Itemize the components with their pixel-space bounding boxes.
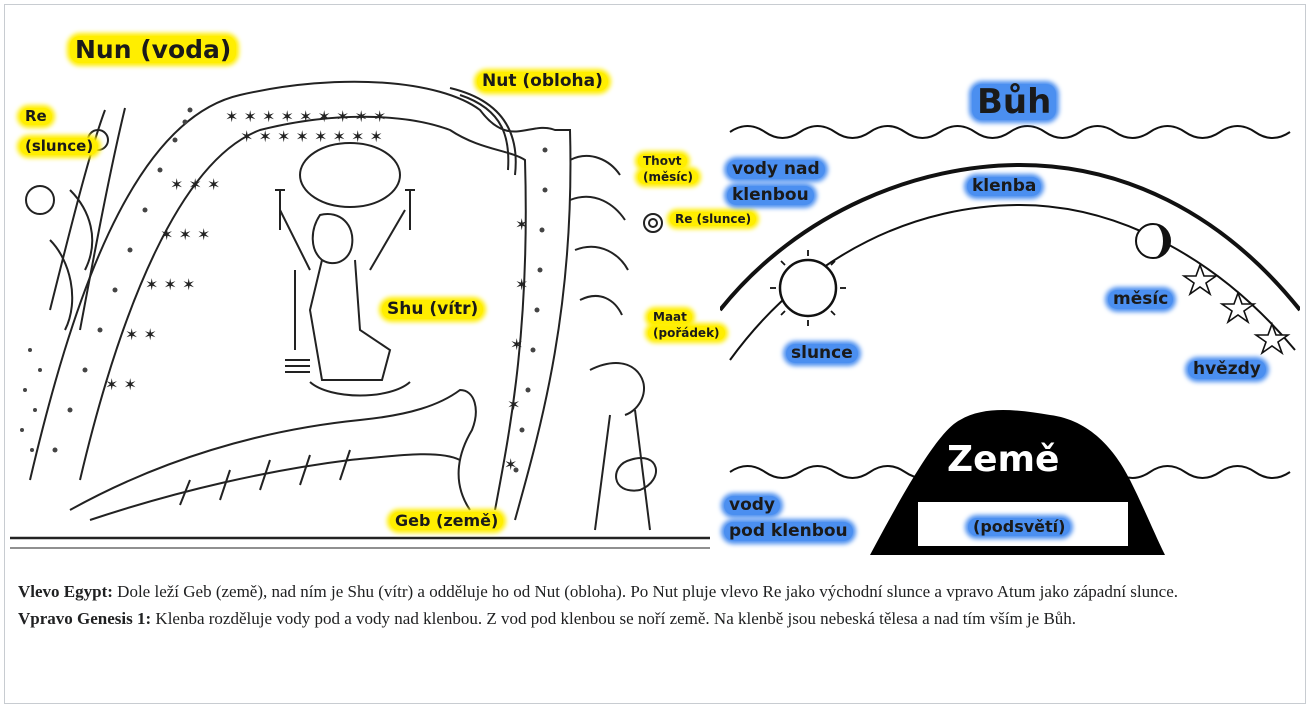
caption-egypt-text: Dole leží Geb (země), nad ním je Shu (ví… (113, 582, 1178, 601)
caption-genesis-text: Klenba rozděluje vody pod a vody nad kle… (151, 609, 1076, 628)
caption-genesis: Vpravo Genesis 1: Klenba rozděluje vody … (18, 605, 1280, 632)
svg-text:✶: ✶ (507, 395, 520, 414)
upper-waters-wave (730, 126, 1290, 138)
svg-text:✶ ✶ ✶: ✶ ✶ ✶ (160, 225, 210, 244)
figure: ✶ ✶ ✶ ✶ ✶ ✶ ✶ ✶ ✶ ✶ ✶ ✶ ✶ ✶ ✶ ✶ ✶ ✶ ✶ ✶ … (10, 10, 1302, 560)
label-geb: Geb (země) (390, 512, 503, 530)
svg-text:✶ ✶: ✶ ✶ (105, 375, 137, 394)
label-nut: Nut (obloha) (477, 72, 608, 91)
label-vody-pod-1: vody (724, 496, 780, 515)
label-vody-nad-2: klenbou (727, 186, 814, 205)
label-re-right: Re (slunce) (670, 212, 756, 226)
label-vody-pod-2: pod klenbou (724, 522, 853, 541)
svg-text:✶: ✶ (515, 215, 528, 234)
svg-text:✶ ✶ ✶: ✶ ✶ ✶ (145, 275, 195, 294)
label-mesic: měsíc (1108, 290, 1173, 309)
label-re-left-1: Re (20, 108, 52, 125)
figure-caption: Vlevo Egypt: Dole leží Geb (země), nad n… (18, 578, 1280, 632)
label-shu: Shu (vítr) (382, 300, 483, 319)
label-maat-1: Maat (648, 310, 692, 324)
svg-text:✶ ✶ ✶ ✶ ✶ ✶ ✶ ✶: ✶ ✶ ✶ ✶ ✶ ✶ ✶ ✶ (240, 127, 383, 146)
svg-text:✶ ✶ ✶ ✶ ✶ ✶ ✶ ✶ ✶: ✶ ✶ ✶ ✶ ✶ ✶ ✶ ✶ ✶ (225, 107, 386, 126)
label-re-left-2: (slunce) (20, 138, 98, 155)
egyptian-cosmology-drawing: ✶ ✶ ✶ ✶ ✶ ✶ ✶ ✶ ✶ ✶ ✶ ✶ ✶ ✶ ✶ ✶ ✶ ✶ ✶ ✶ … (10, 10, 730, 560)
svg-text:✶: ✶ (510, 335, 523, 354)
svg-text:✶: ✶ (515, 275, 528, 294)
svg-text:✶ ✶ ✶: ✶ ✶ ✶ (170, 175, 220, 194)
label-slunce: slunce (786, 344, 858, 363)
label-vody-nad-1: vody nad (727, 160, 825, 179)
label-nun: Nun (voda) (70, 36, 236, 63)
caption-egypt-heading: Vlevo Egypt: (18, 582, 113, 601)
label-thovt-1: Thovt (638, 154, 687, 168)
label-klenba: klenba (967, 177, 1041, 196)
label-maat-2: (pořádek) (648, 326, 725, 340)
label-zeme: Země (947, 442, 1059, 478)
label-hvezdy: hvězdy (1188, 360, 1266, 379)
sun-icon (770, 250, 846, 326)
caption-genesis-heading: Vpravo Genesis 1: (18, 609, 151, 628)
label-buh: Bůh (972, 84, 1056, 120)
moon-icon (1136, 224, 1170, 258)
label-podsveti: (podsvětí) (968, 518, 1070, 536)
caption-egypt: Vlevo Egypt: Dole leží Geb (země), nad n… (18, 578, 1280, 605)
svg-text:✶ ✶: ✶ ✶ (125, 325, 157, 344)
label-thovt-2: (měsíc) (638, 170, 698, 184)
